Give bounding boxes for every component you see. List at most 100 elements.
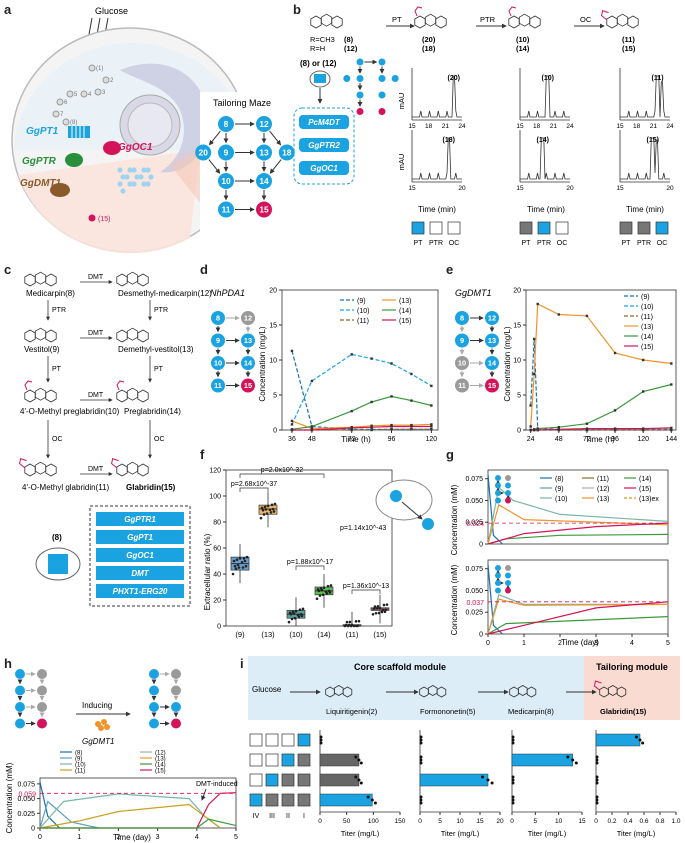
legend-item: (10) xyxy=(555,496,567,503)
data-point xyxy=(272,510,276,513)
enzyme-ptr-label: GgPTR xyxy=(22,156,57,167)
data-point xyxy=(270,503,274,507)
mol-left-3 xyxy=(19,457,57,477)
legend-label: PTR xyxy=(429,240,443,247)
data-point xyxy=(264,508,268,511)
data-point xyxy=(370,426,373,429)
bar-tick-label: 15 xyxy=(476,818,484,825)
mol-medicarpin-ring xyxy=(518,685,528,696)
data-point xyxy=(345,620,349,624)
data-point xyxy=(350,353,353,356)
bar-replicate xyxy=(595,781,599,785)
maze-node-label-8: 8 xyxy=(216,314,220,323)
maze-node-label-12: 12 xyxy=(259,119,269,129)
data-point xyxy=(315,597,319,600)
gene-box xyxy=(96,530,184,544)
module-cell xyxy=(297,773,311,787)
data-point xyxy=(380,610,384,614)
data-point xyxy=(370,357,373,360)
dmt-arrow-label: DMT xyxy=(88,330,104,337)
step-node xyxy=(102,76,110,84)
module-cell xyxy=(297,793,311,807)
bar-replicate xyxy=(511,738,515,742)
y-tick-label: 0.050 xyxy=(17,796,35,803)
data-point xyxy=(233,564,237,568)
metabolite-dot xyxy=(124,174,130,180)
panel-d-enzyme: NhPDA1 xyxy=(210,288,245,298)
panel-label-i: i xyxy=(240,656,244,671)
x-tick-label: 4 xyxy=(195,834,199,841)
data-point xyxy=(240,561,244,564)
legend-label: PT xyxy=(414,240,424,247)
data-point xyxy=(269,511,273,514)
legend-item: (11) xyxy=(357,318,369,325)
maze-node-8 xyxy=(218,116,234,132)
y-tick-label: 0.075 xyxy=(465,476,483,483)
bar-replicate xyxy=(419,795,423,799)
step-node xyxy=(56,98,64,106)
data-point xyxy=(290,419,294,423)
data-point xyxy=(529,428,532,432)
step-node xyxy=(66,90,74,98)
step-ptr: PTR xyxy=(480,15,496,24)
legend-item: (12) xyxy=(597,486,609,493)
chrom-tick: 15 xyxy=(408,185,416,192)
maze-node-label-11: 11 xyxy=(214,381,222,390)
data-point xyxy=(324,590,328,593)
mol-right-1-ring xyxy=(137,329,149,343)
compound-10-label: (10) xyxy=(516,35,530,44)
maze-node-13 xyxy=(37,685,47,696)
mol-right-3-ring xyxy=(137,463,149,477)
enzyme-ggptr2-box xyxy=(299,138,349,152)
bar-replicate xyxy=(595,775,599,779)
data-point xyxy=(355,624,359,628)
bar-tick-label: 150 xyxy=(395,818,406,825)
maze-node-14 xyxy=(485,356,499,370)
bar-replicate xyxy=(595,778,599,782)
maze-node-label-13: 13 xyxy=(488,336,496,345)
panel-label-a: a xyxy=(4,2,12,17)
bar-Liquiritigenin(2) xyxy=(319,773,360,787)
y-tick-label: 0.075 xyxy=(465,566,483,573)
data-point xyxy=(310,428,314,432)
bar-xlabel: Titer (mg/L) xyxy=(441,829,480,838)
data-point xyxy=(260,506,264,510)
x-tick-label: 2 xyxy=(558,640,562,647)
vestitol-label: Vestitol(9) xyxy=(24,345,60,354)
data-point xyxy=(241,566,245,569)
data-point xyxy=(348,620,352,624)
maze-node-9 xyxy=(211,333,225,348)
mol-10-14-ring xyxy=(508,15,520,29)
bar-tick-label: 50 xyxy=(343,818,351,825)
metabolite-dot xyxy=(141,167,147,173)
liquiritigenin-label: Liquiritigenin(2) xyxy=(326,707,378,716)
data-point xyxy=(294,609,298,613)
legend-h: (8)(9)(10)(11)(12)(13)(14)(15) xyxy=(60,751,166,775)
x-tick-label: 96 xyxy=(611,436,619,443)
mol-right-2-prenyl xyxy=(116,380,125,391)
panel-f-ylabel: Extracellular ratio (%) xyxy=(203,533,212,610)
y-tick-label: 0.075 xyxy=(17,781,35,788)
mol-11-15-ring xyxy=(616,13,629,27)
data-point xyxy=(236,563,240,567)
pvalue-bracket-5 xyxy=(351,589,381,594)
maze-node-14 xyxy=(241,356,255,370)
chrom-tick: 15 xyxy=(516,185,524,192)
mol-right-1-ring xyxy=(116,329,128,343)
x-tick-label: (11) xyxy=(346,630,359,639)
data-point xyxy=(529,404,532,407)
bar-replicate xyxy=(419,798,423,802)
maze-node-15 xyxy=(505,497,511,504)
mol-left-3-pyran xyxy=(19,457,27,468)
data-point xyxy=(585,427,589,430)
module-cell xyxy=(297,753,311,767)
metabolite-dots xyxy=(88,167,154,222)
maze-node-label-9: 9 xyxy=(216,336,220,345)
legend-item: (13) xyxy=(641,324,653,331)
legend-item: (15) xyxy=(639,486,651,493)
data-point xyxy=(326,584,330,588)
x-tick-label: 0 xyxy=(486,640,490,647)
bar-replicate xyxy=(511,778,515,782)
